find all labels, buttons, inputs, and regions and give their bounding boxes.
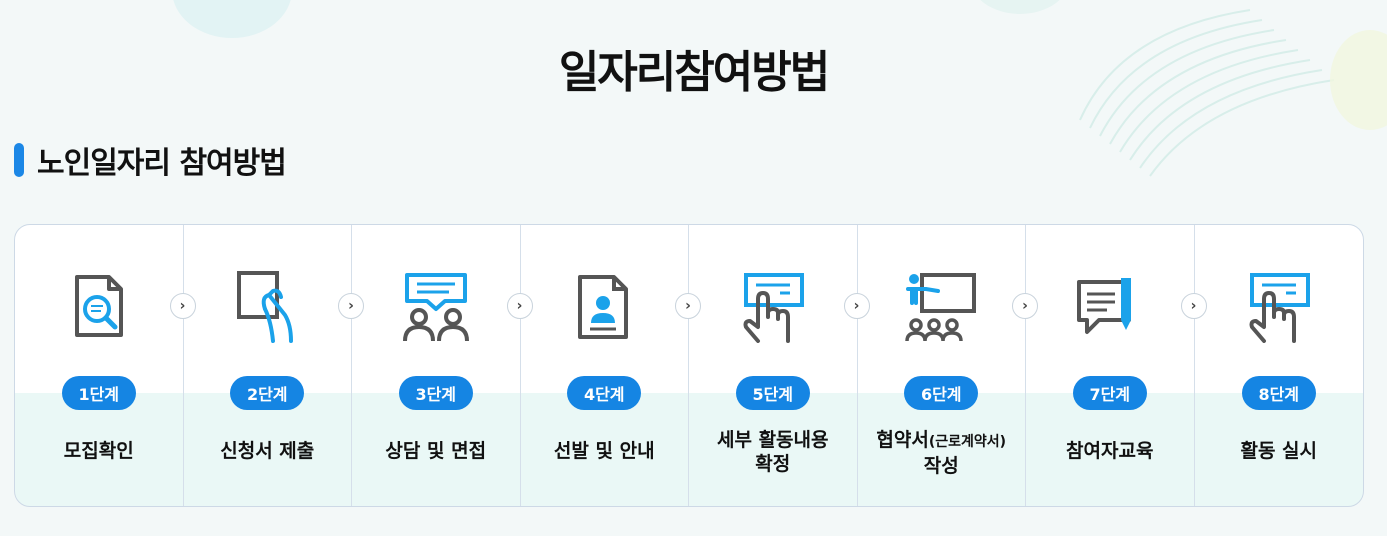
chevron-right-icon: › — [506, 293, 533, 319]
speech-note-pen-icon — [1070, 267, 1150, 347]
step-4: 4단계 선발 및 안내 › — [521, 225, 701, 506]
step-3: 3단계 상담 및 면접 › — [352, 225, 533, 506]
step-7: 7단계 참여자교육 › — [1026, 225, 1207, 506]
step-badge: 3단계 — [398, 376, 473, 410]
step-label: 참여자교육 — [1066, 440, 1154, 462]
chevron-right-icon: › — [843, 293, 870, 319]
step-label-line1: 세부 활동내용 — [717, 429, 829, 451]
chevron-right-icon: › — [675, 293, 701, 319]
section-title: 노인일자리 참여방법 — [37, 146, 287, 181]
page-title: 일자리참여방법 — [558, 47, 830, 98]
participation-steps: 1단계 모집확인 › 2단계 신청서 제출 › — [14, 224, 1364, 507]
consultation-people-icon — [396, 267, 476, 347]
chevron-right-icon: › — [1180, 293, 1207, 319]
step-label: 협약서(근로계약서) 작성 — [858, 428, 1026, 478]
step-badge: 1단계 — [61, 376, 136, 410]
step-label-line2: 확정 — [755, 453, 791, 475]
presentation-board-icon — [901, 267, 981, 347]
touch-screen-icon — [1239, 267, 1319, 347]
step-2: 2단계 신청서 제출 › — [184, 225, 364, 506]
chevron-right-icon: › — [1012, 293, 1038, 319]
step-badge: 2단계 — [230, 376, 305, 410]
document-search-icon — [59, 267, 139, 347]
section-accent-bar — [14, 143, 24, 177]
step-badge: 7단계 — [1072, 376, 1147, 410]
step-8: 8단계 활동 실시 — [1195, 225, 1364, 506]
step-1: 1단계 모집확인 › — [15, 225, 196, 506]
step-label: 신청서 제출 — [220, 440, 315, 462]
touch-screen-icon — [733, 267, 813, 347]
step-label-small: (근로계약서) — [928, 434, 1007, 450]
step-badge: 6단계 — [904, 376, 979, 410]
hand-submit-document-icon — [227, 267, 307, 347]
profile-document-icon — [564, 267, 644, 347]
chevron-right-icon: › — [169, 293, 196, 319]
chevron-right-icon: › — [338, 293, 364, 319]
step-label-line1: 협약서 — [876, 429, 929, 451]
step-6: 6단계 협약서(근로계약서) 작성 › — [858, 225, 1038, 506]
step-badge: 5단계 — [735, 376, 810, 410]
step-label: 활동 실시 — [1240, 440, 1318, 462]
step-badge: 4단계 — [567, 376, 642, 410]
step-label: 선발 및 안내 — [553, 440, 655, 462]
section-heading: 노인일자리 참여방법 — [14, 140, 287, 181]
step-label: 세부 활동내용 확정 — [689, 428, 857, 476]
step-label: 상담 및 면접 — [385, 440, 487, 462]
step-label: 모집확인 — [63, 440, 134, 462]
step-label-line2: 작성 — [923, 455, 959, 477]
step-5: 5단계 세부 활동내용 확정 › — [689, 225, 870, 506]
step-badge: 8단계 — [1241, 376, 1316, 410]
